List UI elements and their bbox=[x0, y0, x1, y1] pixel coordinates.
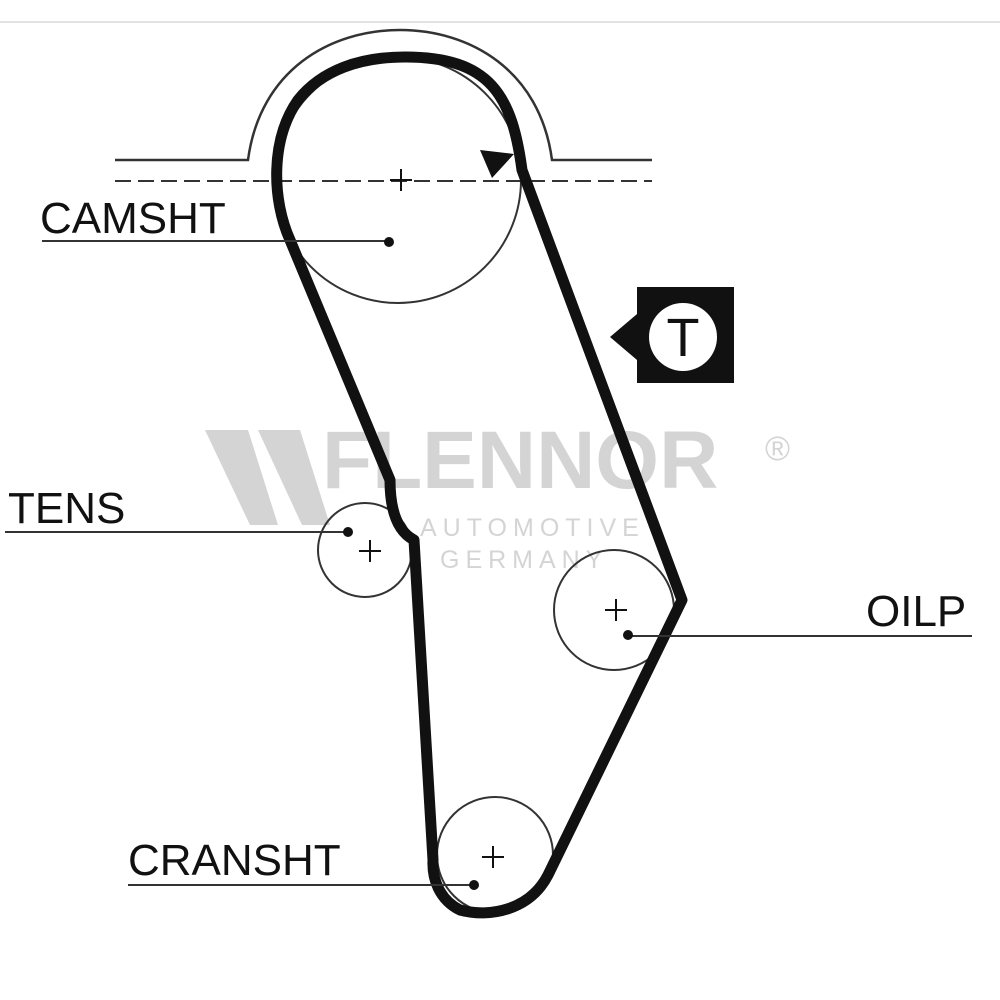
oil-pump-leader-dot bbox=[623, 630, 633, 640]
tensioner-center-cross bbox=[359, 540, 381, 562]
camshaft-leader-dot bbox=[384, 237, 394, 247]
watermark-line2: GERMANY bbox=[440, 546, 608, 574]
timing-mark-arrow-icon bbox=[480, 150, 514, 178]
oil-pump-label: OILP bbox=[866, 587, 966, 636]
camshaft-center-cross bbox=[390, 169, 412, 191]
crankshaft-label: CRANSHT bbox=[128, 836, 341, 885]
tension-marker-letter: T bbox=[667, 308, 700, 368]
crankshaft-center-cross bbox=[482, 846, 504, 868]
camshaft-label: CAMSHT bbox=[40, 194, 226, 243]
tension-marker: T bbox=[610, 287, 734, 383]
oil-pump-center-cross bbox=[605, 599, 627, 621]
tensioner-leader-dot bbox=[343, 527, 353, 537]
engine-cover-outline bbox=[115, 28, 652, 162]
tensioner-label: TENS bbox=[8, 484, 125, 533]
watermark-registered: ® bbox=[765, 430, 790, 468]
watermark-logo-icon bbox=[205, 430, 330, 525]
timing-belt bbox=[271, 51, 688, 919]
watermark: FLENNOR ® AUTOMOTIVE GERMANY bbox=[205, 415, 790, 574]
crankshaft-leader-dot bbox=[469, 880, 479, 890]
watermark-line1: AUTOMOTIVE bbox=[420, 514, 645, 542]
tension-marker-circle bbox=[649, 303, 717, 371]
